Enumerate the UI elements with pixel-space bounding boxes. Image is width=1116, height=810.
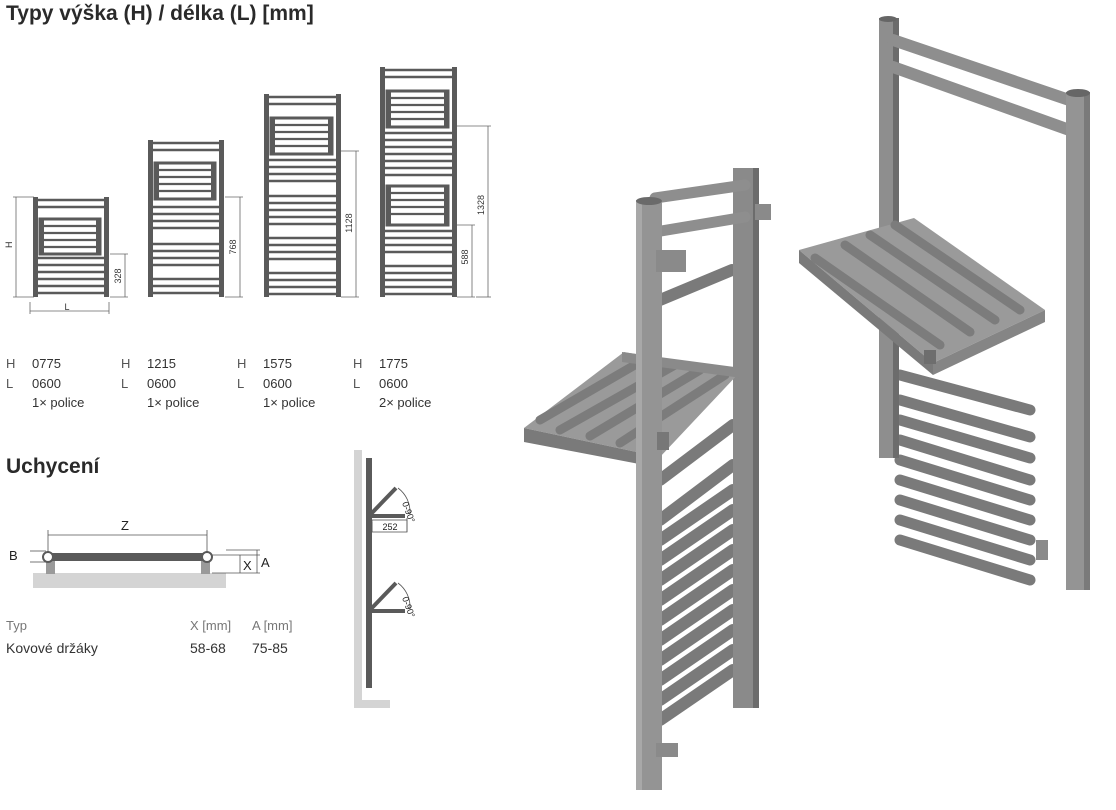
l-value: 0600 [263, 375, 292, 391]
dim-1328: 1328 [476, 195, 486, 215]
spec-type-1: H 0775 L 0600 1× police [6, 354, 84, 413]
col-typ: Typ [6, 618, 27, 633]
label-z: Z [121, 518, 129, 533]
label-l: L [64, 302, 69, 312]
l-label: L [353, 375, 361, 391]
l-label: L [121, 375, 129, 391]
section-mounting-title: Uchycení [6, 455, 100, 478]
cell-a: 75-85 [252, 640, 288, 656]
label-a: A [261, 555, 270, 570]
h-value: 0775 [32, 356, 61, 371]
h-value: 1775 [379, 356, 408, 371]
dim-768: 768 [228, 239, 238, 254]
l-value: 0600 [147, 375, 176, 391]
label-x: X [243, 558, 252, 573]
radiator-type-4 [380, 67, 457, 297]
h-value: 1575 [263, 356, 292, 371]
dim-588: 588 [460, 249, 470, 264]
rail [48, 553, 210, 561]
h-value: 1215 [147, 356, 176, 371]
shelf-count: 1× police [32, 395, 85, 410]
h-label: H [237, 356, 247, 371]
shelf-count: 2× police [379, 395, 432, 410]
dim-252: 252 [382, 522, 397, 532]
radiator-render-back [799, 16, 1090, 590]
l-label: L [6, 375, 14, 391]
mounting-side-diagram: Z B X A [9, 518, 270, 588]
label-b: B [9, 548, 18, 563]
wall [33, 573, 226, 588]
dim-1128: 1128 [344, 213, 354, 232]
l-label: L [237, 375, 245, 391]
dim-328: 328 [113, 268, 123, 283]
cell-x: 58-68 [190, 640, 226, 656]
spec-type-3: H 1575 L 0600 1× police [237, 354, 315, 413]
col-x: X [mm] [190, 618, 232, 633]
angle-top: 0-90° [400, 500, 417, 524]
spec-type-2: H 1215 L 0600 1× police [121, 354, 199, 413]
radiator-render-front [524, 168, 771, 790]
label-h: H [4, 242, 14, 249]
cell-type: Kovové držáky [6, 640, 98, 656]
radiator-type-3 [264, 94, 341, 297]
product-render [524, 16, 1090, 790]
types-diagram: H L 328 768 1128 588 1328 [4, 67, 491, 314]
angle-bottom: 0-90° [400, 595, 417, 619]
col-a: A [mm] [252, 618, 293, 633]
mounting-front-diagram: 0-90° 0-90° 252 [354, 450, 417, 708]
radiator-type-1 [33, 197, 109, 297]
spec-type-4: H 1775 L 0600 2× police [353, 354, 431, 413]
radiator-type-2 [148, 140, 224, 297]
page-title: Typy výška (H) / délka (L) [mm] [6, 2, 314, 25]
h-label: H [353, 356, 363, 371]
h-label: H [6, 356, 16, 371]
l-value: 0600 [32, 375, 61, 391]
l-value: 0600 [379, 375, 408, 391]
shelf-count: 1× police [263, 395, 316, 410]
shelf-count: 1× police [147, 395, 200, 410]
h-label: H [121, 356, 131, 371]
